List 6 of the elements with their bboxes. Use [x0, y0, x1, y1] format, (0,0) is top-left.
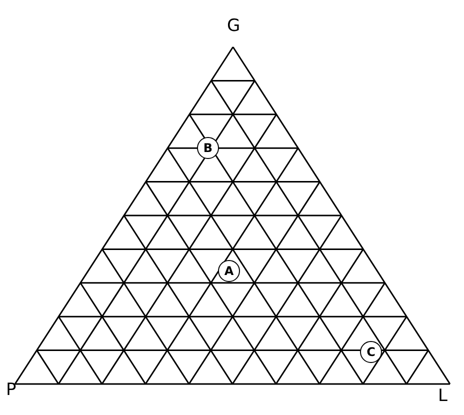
point-marker: A: [218, 260, 240, 282]
vertex-label: P: [6, 380, 16, 400]
point-marker: B: [197, 137, 219, 159]
vertex-label: L: [438, 386, 448, 406]
point-marker: C: [360, 341, 382, 363]
vertex-label: G: [227, 16, 240, 36]
